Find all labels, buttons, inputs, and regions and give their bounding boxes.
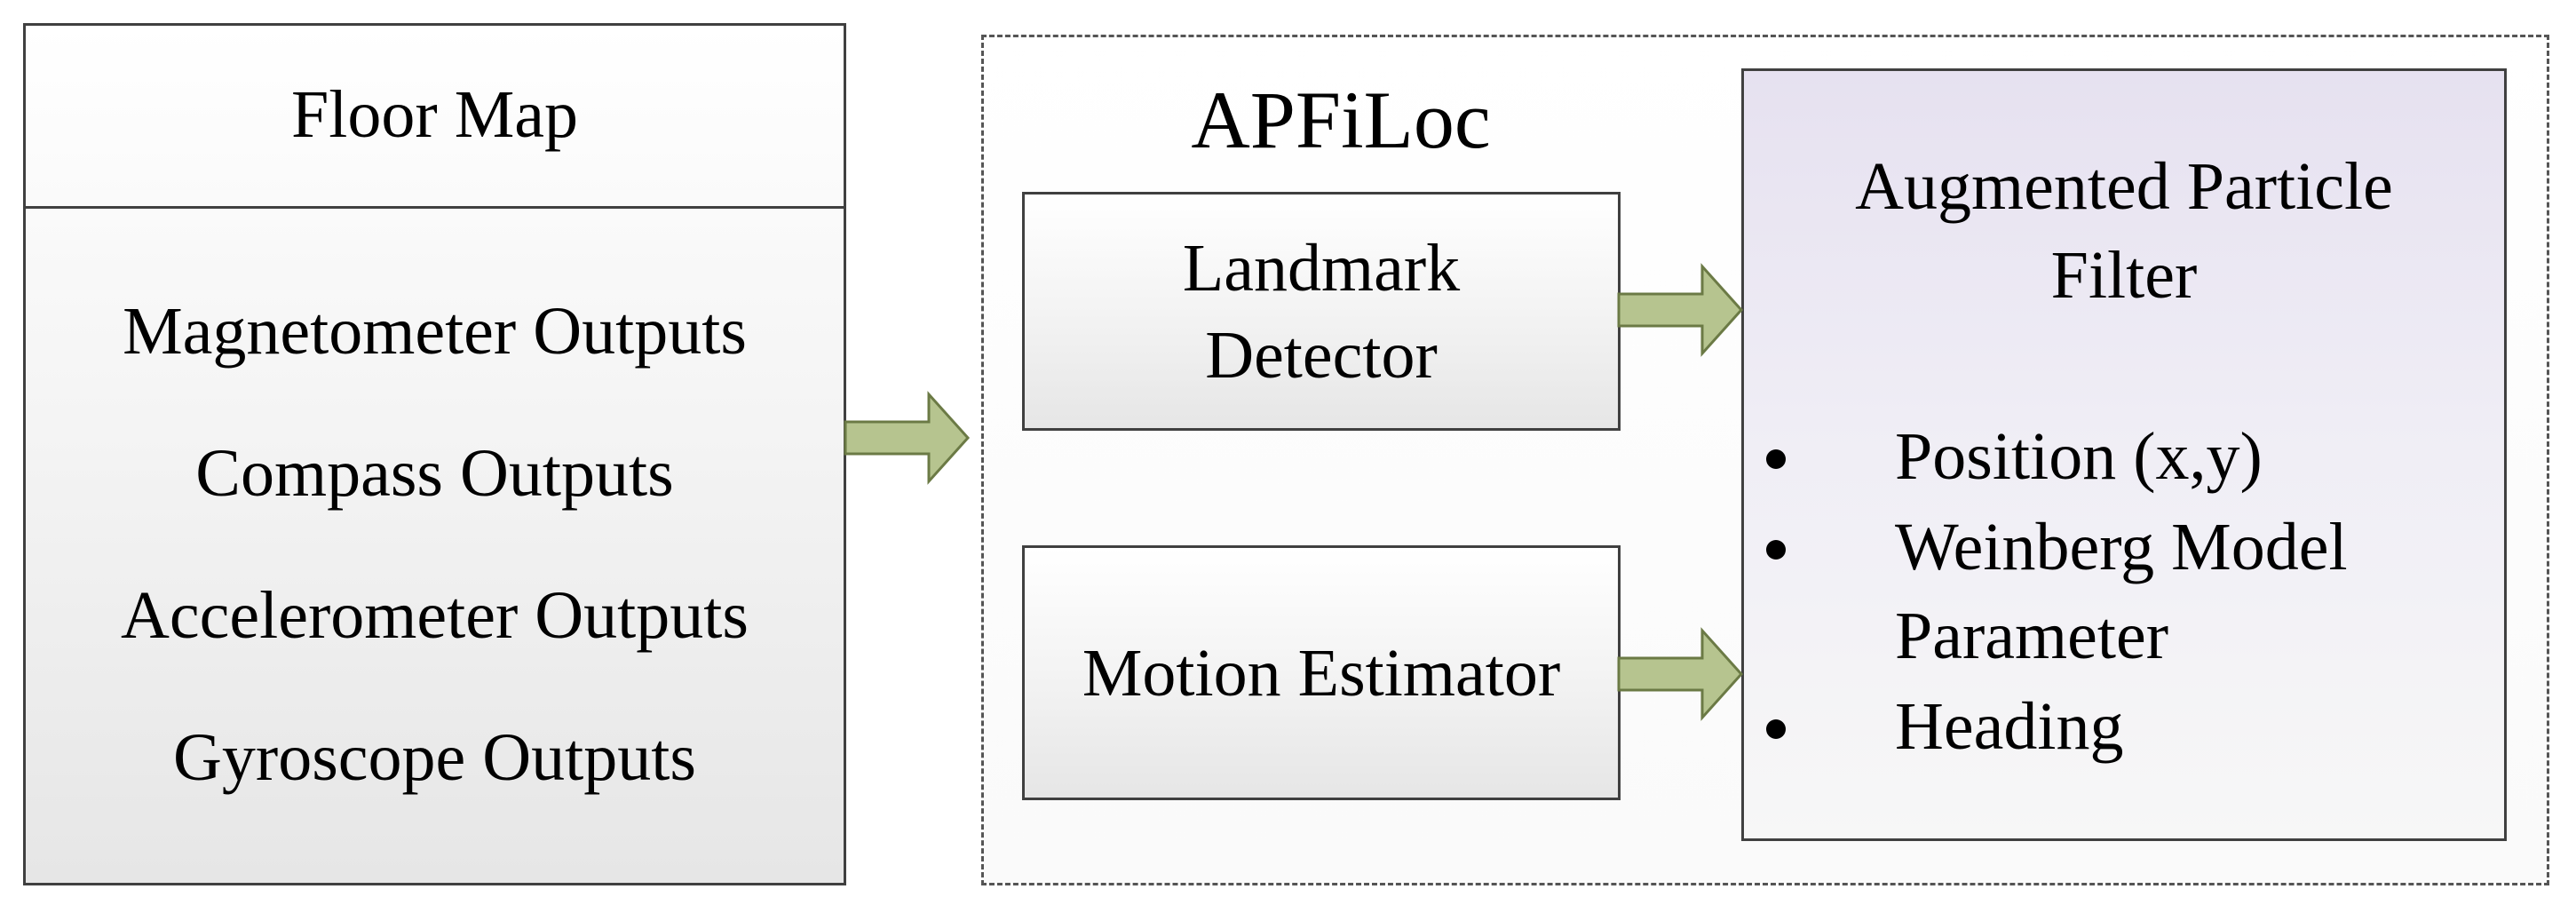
augmented-particle-filter-box (1741, 68, 2507, 841)
sensor-input-panel (23, 23, 846, 885)
state-item-parameter: Parameter (1895, 599, 2169, 673)
state-item-heading: Heading (1895, 689, 2124, 764)
compass-outputs-label: Compass Outputs (195, 436, 674, 511)
arrow-sensors-to-apfiloc-shape (844, 391, 971, 485)
bullet-position (1766, 449, 1786, 469)
arrow-motion-to-filter (1617, 627, 1744, 721)
arrow-landmark-to-filter (1617, 263, 1744, 357)
motion-estimator-box: Motion Estimator (1022, 545, 1621, 800)
arrow-motion-to-filter-shape (1617, 627, 1744, 721)
bullet-weinberg-model (1766, 540, 1786, 560)
motion-estimator-label: Motion Estimator (1082, 635, 1561, 711)
gyroscope-outputs-label: Gyroscope Outputs (173, 720, 696, 795)
state-item-position: Position (x,y) (1895, 419, 2263, 494)
landmark-detector-box: Landmark Detector (1022, 192, 1621, 431)
state-item-weinberg-model: Weinberg Model (1895, 510, 2348, 584)
landmark-detector-label-line2: Detector (1205, 317, 1438, 393)
filter-title-line1: Augmented Particle (1855, 149, 2393, 224)
accelerometer-outputs-label: Accelerometer Outputs (121, 578, 749, 653)
arrow-landmark-to-filter-shape (1617, 263, 1744, 357)
magnetometer-outputs-label: Magnetometer Outputs (123, 294, 747, 369)
apfiloc-title: APFiLoc (1191, 75, 1491, 165)
filter-title-line2: Filter (2050, 238, 2198, 313)
floor-map-header: Floor Map (23, 23, 846, 209)
landmark-detector-label-line1: Landmark (1182, 230, 1461, 306)
arrow-sensors-to-apfiloc (844, 391, 971, 485)
filter-title: Augmented Particle Filter (1741, 142, 2507, 320)
bullet-heading (1766, 719, 1786, 739)
floor-map-label: Floor Map (291, 77, 578, 152)
